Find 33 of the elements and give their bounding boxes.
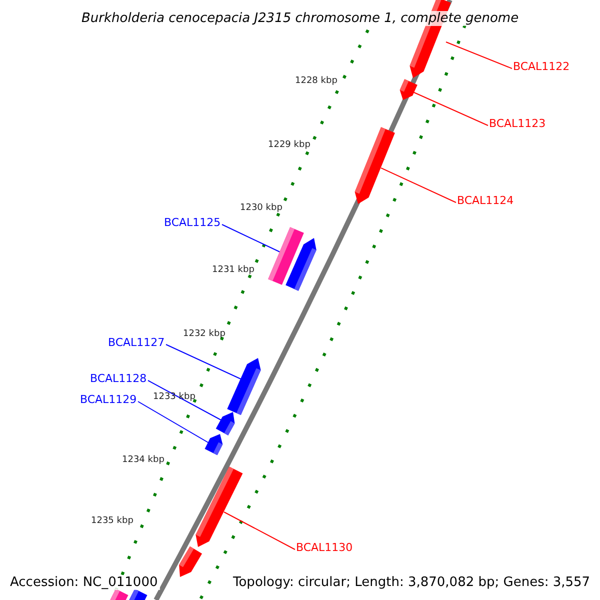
gene-label: BCAL1130 <box>296 542 353 553</box>
gene-label: BCAL1124 <box>457 195 514 206</box>
gene-feature <box>204 434 223 456</box>
tick-label: 1231 kbp <box>212 266 254 275</box>
tick-label: 1229 kbp <box>268 141 310 150</box>
gene-label: BCAL1128 <box>90 373 147 384</box>
leader-line <box>224 512 296 550</box>
tick-label: 1230 kbp <box>240 204 282 213</box>
leader-line <box>222 224 280 252</box>
tick-label: 1235 kbp <box>91 517 134 526</box>
gene-feature <box>400 79 418 100</box>
leader-line <box>380 168 456 203</box>
gene-feature <box>268 227 304 285</box>
tick-label: 1228 kbp <box>295 77 338 86</box>
gene-label: BCAL1127 <box>108 337 165 348</box>
tick-label: 1233 kbp <box>153 393 196 402</box>
leader-line <box>148 380 222 420</box>
gene-feature <box>227 358 261 416</box>
leader-line <box>446 42 512 69</box>
leader-line <box>166 344 244 380</box>
gene-feature <box>216 412 235 436</box>
tick-label: 1232 kbp <box>183 330 226 339</box>
gene-label: BCAL1125 <box>164 217 221 228</box>
title: Burkholderia cenocepacia J2315 chromosome 1, complete genome <box>80 11 521 26</box>
footer-text: Accession: NC_011000 <box>8 575 160 590</box>
gene-label: BCAL1123 <box>489 118 546 129</box>
gene-label: BCAL1129 <box>80 394 137 405</box>
gene-feature <box>354 127 395 204</box>
tick-label: 1234 kbp <box>122 456 164 465</box>
gene-label: BCAL1122 <box>513 61 570 72</box>
gene-feature <box>196 466 243 547</box>
leader-line <box>412 92 488 126</box>
leader-line <box>138 401 210 444</box>
